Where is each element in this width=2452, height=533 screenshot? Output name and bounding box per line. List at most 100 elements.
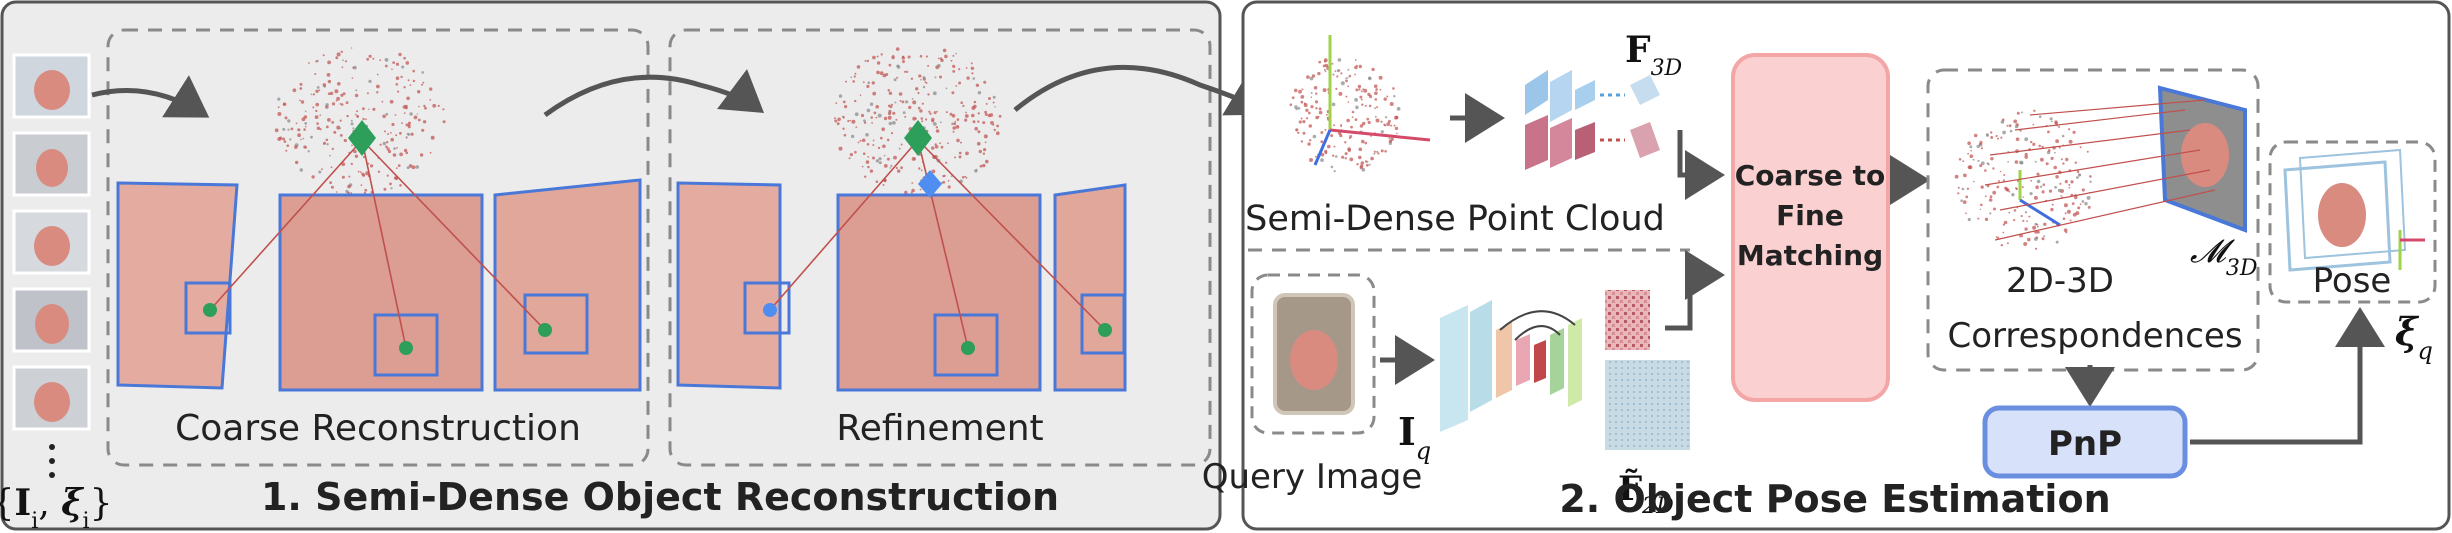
point — [316, 122, 319, 125]
point — [872, 144, 875, 146]
point — [888, 91, 893, 96]
point — [890, 103, 894, 106]
point — [335, 191, 338, 193]
point — [1308, 124, 1313, 128]
point — [407, 121, 411, 125]
point — [1300, 117, 1303, 120]
point — [2074, 161, 2077, 164]
point — [399, 184, 402, 187]
point — [362, 107, 365, 111]
point — [1374, 91, 1378, 95]
point — [1996, 236, 2000, 239]
point — [333, 130, 337, 134]
point — [2033, 237, 2038, 241]
point-cloud-label: Semi-Dense Point Cloud — [1245, 199, 1665, 239]
point — [356, 110, 359, 113]
point — [1347, 77, 1349, 79]
point — [1997, 137, 1999, 140]
point — [924, 81, 927, 84]
point — [1366, 160, 1369, 163]
point — [2081, 200, 2085, 203]
point — [337, 82, 341, 86]
point — [314, 73, 317, 75]
point — [325, 138, 329, 142]
point — [1979, 164, 1983, 168]
point — [860, 113, 865, 118]
point — [1970, 150, 1972, 152]
refine-view-right — [1053, 183, 1127, 392]
point — [900, 143, 903, 146]
point — [319, 128, 322, 131]
point — [877, 113, 882, 118]
point — [1340, 125, 1342, 128]
point — [1962, 200, 1967, 205]
point — [1998, 180, 2000, 182]
point — [1978, 143, 1981, 146]
point — [847, 119, 850, 123]
point — [2058, 126, 2061, 128]
point — [381, 100, 384, 103]
point — [842, 100, 846, 104]
point — [1977, 217, 1980, 220]
point — [386, 147, 390, 151]
point — [1309, 158, 1313, 162]
point — [973, 104, 977, 109]
point — [340, 103, 344, 106]
point — [1312, 134, 1317, 139]
point — [1333, 124, 1336, 127]
point — [1307, 142, 1311, 146]
point — [2041, 237, 2045, 241]
point — [2027, 237, 2031, 242]
point — [951, 91, 955, 95]
point — [405, 123, 409, 127]
point — [875, 159, 880, 163]
point — [947, 142, 949, 145]
point — [2014, 160, 2019, 164]
point — [442, 120, 446, 124]
point — [934, 76, 937, 79]
point — [418, 105, 420, 108]
point — [888, 63, 892, 67]
point — [334, 89, 339, 94]
point — [983, 134, 988, 139]
point — [2058, 146, 2061, 149]
point — [1317, 71, 1321, 76]
point — [2065, 157, 2069, 162]
point — [927, 64, 930, 67]
point — [955, 125, 960, 129]
point — [929, 112, 932, 115]
point — [951, 122, 954, 126]
point — [331, 147, 334, 150]
point — [1387, 119, 1391, 123]
point — [2072, 130, 2076, 134]
point — [1972, 158, 1975, 161]
point — [277, 112, 282, 116]
point — [329, 154, 331, 157]
point — [958, 155, 962, 159]
point — [1307, 111, 1311, 115]
point — [2068, 128, 2071, 131]
point — [1333, 145, 1336, 148]
point — [2013, 209, 2017, 212]
point — [886, 138, 890, 142]
point — [2050, 156, 2054, 160]
point — [2064, 180, 2068, 184]
point — [1305, 117, 1309, 120]
point — [403, 56, 406, 60]
point — [2068, 139, 2073, 144]
point — [879, 71, 884, 76]
point — [1393, 95, 1396, 98]
point — [1377, 152, 1380, 155]
point — [2050, 207, 2054, 212]
point — [406, 96, 410, 101]
point — [911, 156, 916, 161]
point — [956, 138, 960, 143]
point — [1967, 165, 1972, 169]
point — [403, 112, 406, 114]
point — [2043, 235, 2046, 238]
point — [1986, 134, 1989, 137]
point — [1340, 81, 1345, 86]
point — [2064, 212, 2067, 215]
point — [2086, 195, 2091, 200]
point — [1957, 186, 1960, 189]
